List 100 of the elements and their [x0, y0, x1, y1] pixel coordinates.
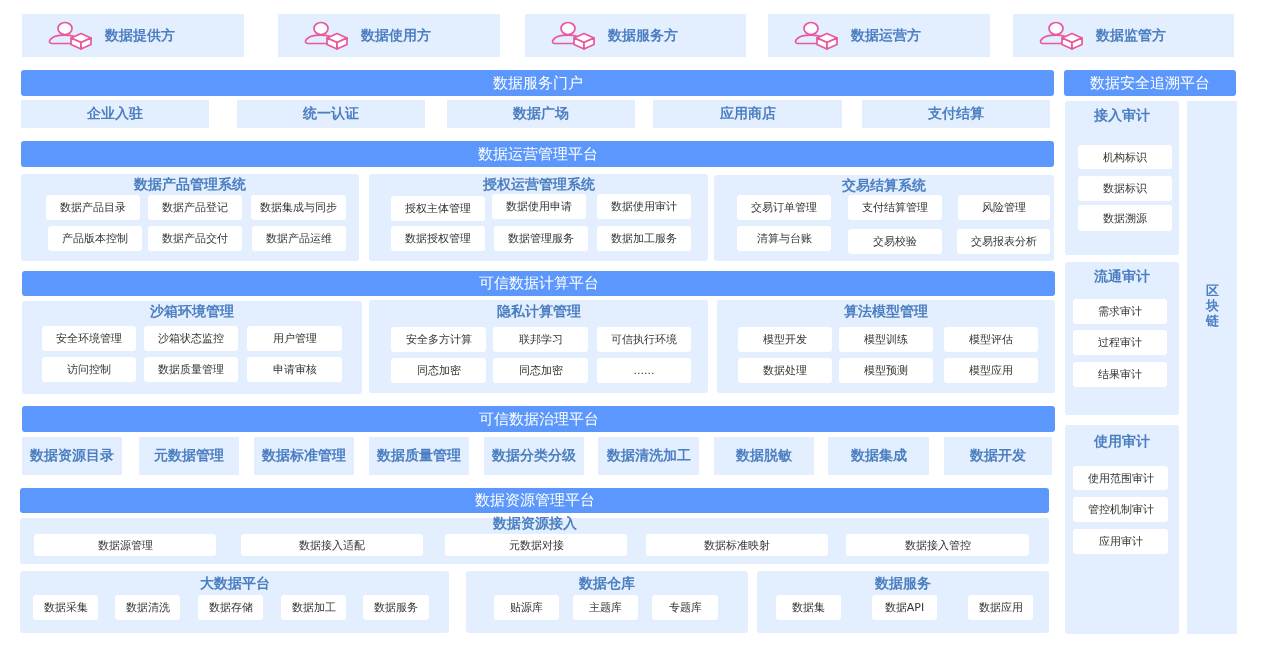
function-box: 数据使用申请 [492, 194, 586, 219]
function-box: 数据管理服务 [494, 226, 588, 251]
function-box: 数据产品运维 [252, 226, 346, 251]
function-box: 申请审核 [247, 357, 342, 382]
function-box: 清算与台账 [737, 226, 831, 251]
panel-title: 流通审计 [1094, 268, 1150, 284]
function-box: 数据产品登记 [148, 195, 242, 220]
module-tile: 数据标准管理 [254, 437, 354, 475]
panel-title: 数据服务 [875, 575, 931, 591]
panel-title: 授权运营管理系统 [482, 176, 595, 192]
function-box: 数据API [872, 595, 937, 620]
function-box: 需求审计 [1073, 299, 1167, 324]
function-box: 数据接入适配 [241, 534, 423, 556]
function-box: 专题库 [652, 595, 718, 620]
module-tile: 数据质量管理 [369, 437, 469, 475]
function-box: ...... [597, 358, 691, 383]
function-box: 模型训练 [839, 327, 933, 352]
function-box: 数据标准映射 [646, 534, 828, 556]
function-box: 交易报表分析 [957, 229, 1050, 254]
panel-title: 隐私计算管理 [496, 303, 581, 319]
function-box: 数据使用审计 [597, 194, 691, 219]
function-box: 管控机制审计 [1073, 497, 1168, 522]
function-box: 应用审计 [1073, 529, 1168, 554]
function-box: 用户管理 [247, 326, 342, 351]
subsystem-panel [714, 175, 1054, 261]
panel-title: 使用审计 [1094, 433, 1150, 449]
panel-title: 算法模型管理 [844, 303, 928, 319]
function-box: 同态加密 [493, 358, 588, 383]
stakeholder-card [768, 14, 990, 57]
function-box: 模型应用 [944, 358, 1038, 383]
stakeholder-label: 数据监管方 [1096, 26, 1166, 45]
function-box: 数据质量管理 [144, 357, 238, 382]
function-box: 授权主体管理 [391, 196, 485, 221]
function-box: 数据产品目录 [46, 195, 140, 220]
module-tile: 支付结算 [862, 100, 1050, 128]
subsystem-panel [20, 518, 1049, 564]
subsystem-panel [1065, 101, 1179, 255]
subsystem-panel [369, 174, 708, 261]
function-box: 数据集 [776, 595, 841, 620]
panel-title: 数据仓库 [579, 575, 635, 591]
module-tile: 数据资源目录 [22, 437, 122, 475]
platform-header-bar: 数据资源管理平台 [20, 488, 1049, 513]
stakeholder-label: 数据服务方 [608, 26, 678, 45]
panel-title: 沙箱环境管理 [150, 303, 234, 319]
function-box: 可信执行环境 [597, 327, 691, 352]
function-box: 过程审计 [1073, 330, 1167, 355]
function-box: 数据源管理 [34, 534, 216, 556]
function-box: 数据溯源 [1078, 205, 1172, 231]
function-box: 结果审计 [1073, 362, 1167, 387]
function-box: 数据加工 [281, 595, 346, 620]
function-box: 数据清洗 [115, 595, 180, 620]
platform-header-bar: 数据服务门户 [21, 70, 1054, 96]
module-tile: 应用商店 [653, 100, 842, 128]
subsystem-panel [22, 301, 362, 394]
subsystem-panel [1065, 262, 1179, 415]
function-box: 贴源库 [494, 595, 559, 620]
function-box: 沙箱状态监控 [144, 326, 238, 351]
function-box: 数据处理 [738, 358, 832, 383]
stakeholder-label: 数据运营方 [851, 26, 921, 45]
function-box: 数据授权管理 [391, 226, 485, 251]
stakeholder-label: 数据提供方 [105, 26, 175, 45]
subsystem-panel [1065, 425, 1179, 634]
subsystem-panel [369, 300, 708, 393]
function-box: 元数据对接 [445, 534, 627, 556]
function-box: 模型开发 [738, 327, 832, 352]
panel-title: 交易结算系统 [842, 177, 926, 193]
module-tile: 数据清洗加工 [598, 437, 699, 475]
platform-header-bar: 数据安全追溯平台 [1064, 70, 1236, 96]
stakeholder-card [278, 14, 500, 57]
panel-title: 数据资源接入 [492, 515, 577, 531]
function-box: 同态加密 [391, 358, 486, 383]
function-box: 模型预测 [839, 358, 933, 383]
stakeholder-card [22, 14, 244, 57]
function-box: 主题库 [573, 595, 638, 620]
function-box: 支付结算管理 [848, 195, 942, 220]
function-box: 交易校验 [848, 229, 942, 254]
function-box: 数据接入管控 [846, 534, 1029, 556]
module-tile: 数据脱敏 [714, 437, 814, 475]
module-tile: 数据集成 [828, 437, 929, 475]
function-box: 数据标识 [1078, 176, 1172, 201]
function-box: 数据产品交付 [148, 226, 242, 251]
function-box: 使用范围审计 [1073, 466, 1168, 490]
stakeholder-card [525, 14, 746, 57]
module-tile: 元数据管理 [139, 437, 239, 475]
platform-header-bar: 数据运营管理平台 [21, 141, 1054, 167]
function-box: 数据服务 [363, 595, 429, 620]
function-box: 风险管理 [958, 195, 1050, 220]
function-box: 产品版本控制 [48, 226, 142, 251]
module-tile: 数据开发 [944, 437, 1052, 475]
panel-title: 数据产品管理系统 [134, 176, 246, 192]
module-tile: 数据广场 [447, 100, 635, 128]
panel-title: 接入审计 [1094, 107, 1150, 123]
subsystem-panel [757, 571, 1049, 633]
stakeholder-card [1013, 14, 1234, 57]
subsystem-panel [717, 300, 1055, 393]
function-box: 数据集成与同步 [251, 195, 346, 220]
function-box: 机构标识 [1078, 145, 1172, 169]
platform-header-bar: 可信数据治理平台 [22, 406, 1055, 432]
function-box: 数据加工服务 [597, 226, 691, 251]
blockchain-column: 区块链 [1187, 101, 1237, 634]
